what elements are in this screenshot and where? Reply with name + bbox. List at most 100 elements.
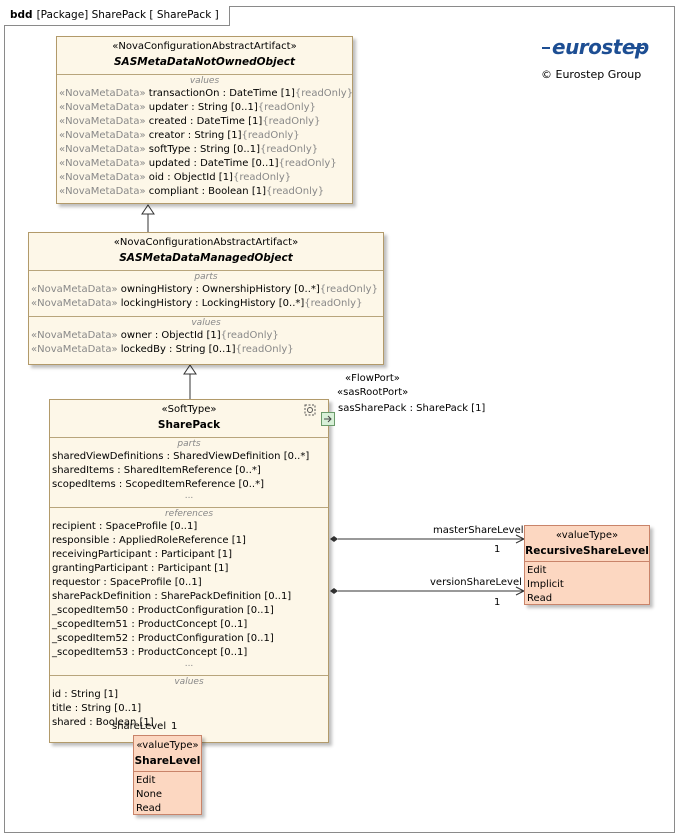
reference-row[interactable]: _scopedItem52 : ProductConfiguration [0.…	[52, 633, 274, 644]
property-modifier: {readOnly}	[278, 158, 337, 169]
property-row[interactable]: «NovaMetaData» owningHistory : Ownership…	[29, 283, 383, 297]
generalization-arrow-1	[141, 204, 155, 215]
block-sasmetadatanotownedobject[interactable]: «NovaConfigurationAbstractArtifact» SASM…	[56, 36, 353, 204]
value-row[interactable]: id : String [1]	[52, 689, 119, 700]
block-sasmetadatamanagedobject[interactable]: «NovaConfigurationAbstractArtifact» SASM…	[28, 232, 384, 365]
property-text: creator : String [1]	[145, 130, 242, 141]
property-row[interactable]: «NovaMetaData» softType : String [0..1]{…	[57, 143, 352, 157]
generalization-arrow-2	[183, 364, 197, 375]
property-modifier: {readOnly}	[235, 344, 294, 355]
enum-literal[interactable]: Implicit	[527, 579, 564, 590]
valuetype-stereotype: «valueType»	[555, 530, 619, 541]
enum-literal[interactable]: Read	[136, 803, 162, 814]
diagram-frame	[4, 6, 675, 833]
flow-port[interactable]	[321, 412, 335, 426]
sharelevel-multiplicity: 1	[171, 721, 178, 732]
enum-literal[interactable]: Edit	[527, 565, 547, 576]
property-text: updated : DateTime [0..1]	[145, 158, 279, 169]
ellipsis: ...	[184, 491, 194, 501]
port-arrow-icon	[324, 415, 332, 423]
reference-row[interactable]: _scopedItem51 : ProductConcept [0..1]	[52, 619, 248, 630]
copyright-text: © Eurostep Group	[541, 68, 642, 81]
part-row[interactable]: scopedItems : ScopedItemReference [0..*]	[52, 479, 265, 490]
part-row[interactable]: sharedViewDefinitions : SharedViewDefini…	[52, 451, 310, 462]
version-composition-diamond	[330, 588, 338, 594]
reference-row[interactable]: requestor : SpaceProfile [0..1]	[52, 577, 202, 588]
block-sharepack[interactable]: «SoftType» SharePack parts sharedViewDef…	[49, 399, 329, 743]
property-row[interactable]: «NovaMetaData» updater : String [0..1]{r…	[57, 101, 352, 115]
valuetype-name: RecursiveShareLevel	[525, 545, 649, 557]
parts-compartment: parts «NovaMetaData» owningHistory : Own…	[29, 270, 383, 311]
property-text: oid : ObjectId [1]	[145, 172, 233, 183]
property-modifier: {readOnly}	[304, 298, 363, 309]
master-role-label: masterShareLevel	[433, 525, 524, 536]
property-modifier: {readOnly}	[262, 116, 321, 127]
version-multiplicity: 1	[494, 597, 501, 608]
property-row[interactable]: «NovaMetaData» oid : ObjectId [1]{readOn…	[57, 171, 352, 185]
value-row[interactable]: title : String [0..1]	[52, 703, 142, 714]
block-name: SASMetaDataManagedObject	[119, 252, 293, 264]
port-stereotype-sasrootport: «sasRootPort»	[337, 387, 409, 398]
property-stereotype: «NovaMetaData»	[31, 344, 118, 355]
valuetype-name: ShareLevel	[134, 755, 201, 767]
property-row[interactable]: «NovaMetaData» transactionOn : DateTime …	[57, 87, 352, 101]
compartment-title: parts	[177, 439, 201, 449]
property-stereotype: «NovaMetaData»	[31, 298, 118, 309]
property-row[interactable]: «NovaMetaData» lockedBy : String [0..1]{…	[29, 343, 383, 357]
property-text: owner : ObjectId [1]	[117, 330, 221, 341]
property-row[interactable]: «NovaMetaData» owner : ObjectId [1]{read…	[29, 329, 383, 343]
property-text: created : DateTime [1]	[145, 116, 263, 127]
diagram-frame-tab: bdd[Package] SharePack [ SharePack ]	[4, 6, 230, 26]
values-compartment: values id : String [1] title : String [0.…	[50, 675, 328, 730]
property-row[interactable]: «NovaMetaData» updated : DateTime [0..1]…	[57, 157, 352, 171]
block-stereotype: «NovaConfigurationAbstractArtifact»	[113, 237, 299, 248]
property-row[interactable]: «NovaMetaData» compliant : Boolean [1]{r…	[57, 185, 352, 199]
part-row[interactable]: sharedItems : SharedItemReference [0..*]	[52, 465, 261, 476]
values-compartment: values «NovaMetaData» owner : ObjectId […	[29, 316, 383, 357]
sharelevel-role-label: shareLevel	[112, 721, 167, 732]
reference-row[interactable]: sharePackDefinition : SharePackDefinitio…	[52, 591, 292, 602]
property-row[interactable]: «NovaMetaData» creator : String [1]{read…	[57, 129, 352, 143]
frame-kind: bdd	[10, 9, 33, 21]
compartment-title: parts	[194, 272, 218, 282]
property-stereotype: «NovaMetaData»	[59, 88, 146, 99]
property-text: owningHistory : OwnershipHistory [0..*]	[117, 284, 320, 295]
parts-compartment: parts sharedViewDefinitions : SharedView…	[50, 437, 328, 501]
compartment-title: references	[164, 509, 214, 519]
value-row[interactable]: shared : Boolean [1]	[52, 717, 154, 728]
property-text: softType : String [0..1]	[145, 144, 260, 155]
enum-literal[interactable]: Edit	[136, 775, 156, 786]
property-modifier: {readOnly}	[257, 102, 316, 113]
master-composition-diamond	[330, 536, 338, 542]
property-stereotype: «NovaMetaData»	[59, 172, 146, 183]
property-row[interactable]: «NovaMetaData» lockingHistory : LockingH…	[29, 297, 383, 311]
property-modifier: {readOnly}	[265, 186, 325, 197]
compartment-title: values	[189, 76, 220, 86]
ellipsis: ...	[184, 659, 194, 669]
enum-literal[interactable]: Read	[527, 593, 553, 604]
property-text: updater : String [0..1]	[145, 102, 258, 113]
reference-row[interactable]: _scopedItem53 : ProductConcept [0..1]	[52, 647, 248, 658]
enum-literal[interactable]: None	[136, 789, 163, 800]
property-stereotype: «NovaMetaData»	[31, 330, 118, 341]
property-stereotype: «NovaMetaData»	[59, 144, 146, 155]
property-stereotype: «NovaMetaData»	[59, 130, 146, 141]
block-stereotype: «NovaConfigurationAbstractArtifact»	[112, 41, 297, 52]
compartment-title: values	[174, 677, 204, 687]
property-modifier: {readOnly}	[294, 88, 353, 99]
property-modifier: {readOnly}	[241, 130, 300, 141]
property-stereotype: «NovaMetaData»	[59, 186, 146, 197]
reference-row[interactable]: _scopedItem50 : ProductConfiguration [0.…	[52, 605, 274, 616]
property-row[interactable]: «NovaMetaData» created : DateTime [1]{re…	[57, 115, 352, 129]
reference-row[interactable]: responsible : AppliedRoleReference [1]	[52, 535, 246, 546]
reference-row[interactable]: recipient : SpaceProfile [0..1]	[52, 521, 198, 532]
reference-row[interactable]: receivingParticipant : Participant [1]	[52, 549, 232, 560]
property-text: lockingHistory : LockingHistory [0..*]	[117, 298, 305, 309]
version-role-label: versionShareLevel	[430, 577, 522, 588]
logo-text: eurostep	[552, 35, 649, 59]
logo-swoosh-icon	[542, 47, 644, 49]
reference-row[interactable]: grantingParticipant : Participant [1]	[52, 563, 229, 574]
